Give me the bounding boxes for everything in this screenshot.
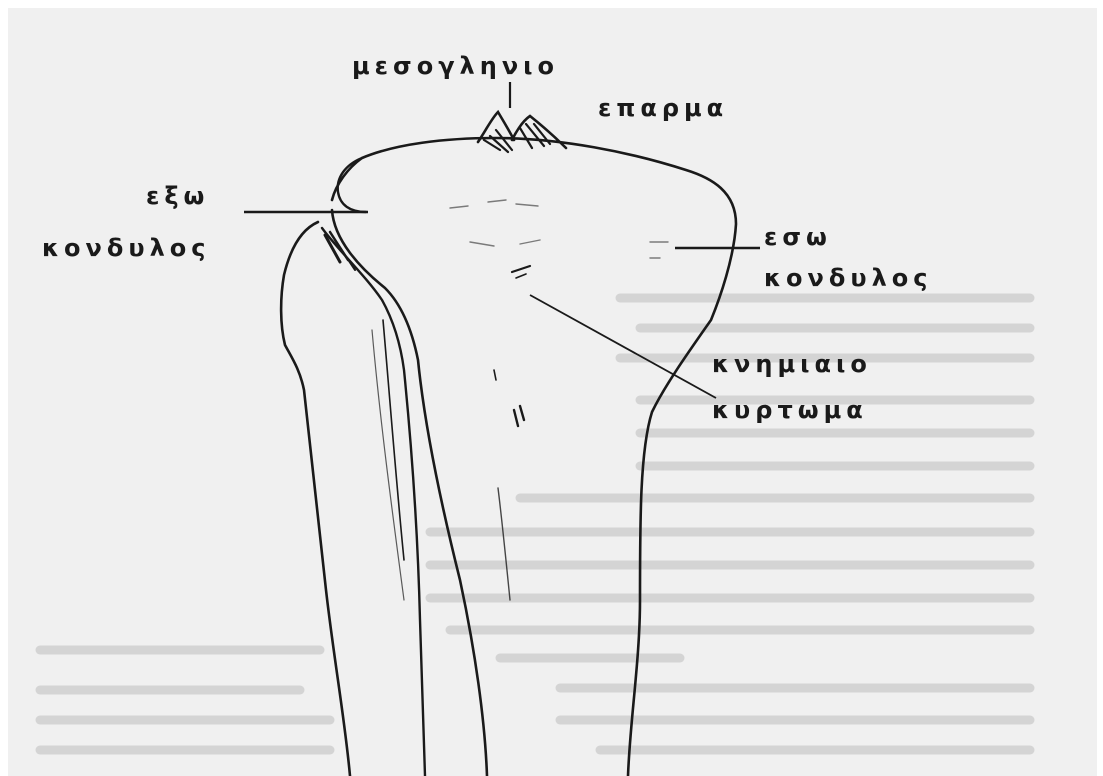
label-medial-line1: εσω [764,225,832,249]
label-intercondylar-line1: μεσογληνιο [352,54,559,78]
label-intercondylar-line2: επαρμα [598,96,728,120]
fibula-outline [281,222,350,776]
fibula-inner-contour [322,228,425,776]
tibia-outline [332,138,736,776]
tibia-inner-contour [332,210,487,776]
label-lateral-line2: κονδυλος [42,236,210,260]
fibula-shading [325,232,404,600]
tuberosity-marks [494,266,530,600]
label-tuberosity-line2: κυρτωμα [712,398,868,422]
articular-surface-marks [450,200,668,258]
leader-line-tuberosity [530,295,716,398]
label-medial-line2: κονδυλος [764,266,932,290]
label-tuberosity-line1: κνημιαιο [712,352,872,376]
intercondylar-eminence [478,112,566,152]
label-lateral-line1: εξω [146,184,209,208]
